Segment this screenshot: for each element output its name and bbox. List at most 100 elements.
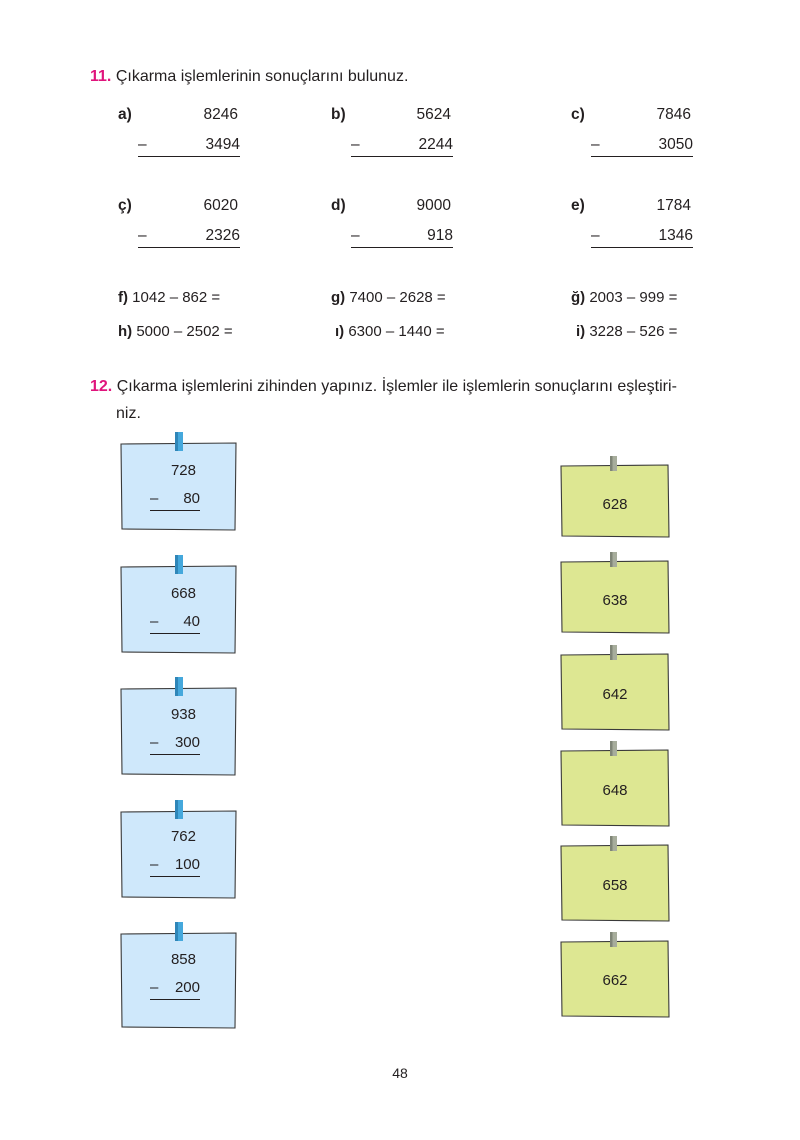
problem-label: e) [571, 197, 585, 214]
subtraction-problem-h: h) 5000 – 2502 = [118, 323, 233, 340]
subtraction-problem-b: b) 5624 –2244 [331, 106, 453, 166]
subtrahend-row: –300 [150, 734, 200, 755]
subtrahend: 918 [427, 227, 453, 244]
minus-sign: – [138, 136, 147, 153]
subtrahend: 300 [174, 734, 200, 751]
pin-icon [175, 922, 183, 941]
minuend: 938 [170, 706, 196, 723]
minus-sign: – [591, 136, 600, 153]
subtrahend: 3494 [205, 136, 240, 153]
subtraction-problem-c: c) 7846 –3050 [571, 106, 693, 166]
question-number: 11. [90, 68, 112, 85]
result-value: 648 [602, 782, 628, 799]
note-paper [120, 555, 237, 654]
subtrahend-row: – 2244 [351, 136, 453, 157]
subtrahend: 3050 [658, 136, 693, 153]
pin-icon [175, 677, 183, 696]
subtrahend: 200 [174, 979, 200, 996]
subtrahend-row: –1346 [591, 227, 693, 248]
problem-expression: 6300 – 1440 = [348, 323, 445, 340]
note-paper [560, 645, 670, 731]
subtrahend-row: – 3494 [138, 136, 240, 157]
pin-icon [175, 800, 183, 819]
subtraction-problem-d: d) 9000 – 918 [331, 197, 453, 257]
note-paper [120, 677, 237, 776]
problem-label: h) [118, 323, 133, 340]
pin-icon [610, 552, 617, 567]
subtraction-problem-g: g) 7400 – 2628 = [331, 289, 446, 306]
minus-sign: – [351, 136, 360, 153]
minuend: 1784 [656, 197, 691, 214]
subtrahend-row: –200 [150, 979, 200, 1000]
note-paper [120, 922, 237, 1029]
subtrahend: 40 [183, 613, 200, 630]
minuend: 762 [170, 828, 196, 845]
note-paper [560, 741, 670, 827]
minus-sign: – [150, 979, 159, 996]
subtraction-problem-e: e) 1784 –1346 [571, 197, 693, 257]
result-value: 662 [602, 972, 628, 989]
pin-icon [610, 932, 617, 947]
subtrahend-row: – 80 [150, 490, 200, 511]
question-number: 12. [90, 378, 113, 395]
result-value: 658 [602, 877, 628, 894]
minuend: 7846 [656, 106, 691, 123]
subtrahend: 100 [174, 856, 200, 873]
problem-expression: 5000 – 2502 = [136, 323, 233, 340]
problem-label: d) [331, 197, 346, 214]
problem-label: a) [118, 106, 132, 123]
problem-label: ı) [335, 323, 345, 340]
question-12-heading: 12. Çıkarma işlemlerini zihinden yapınız… [90, 373, 730, 427]
subtraction-problem-f: f) 1042 – 862 = [118, 289, 220, 306]
subtrahend-row: – 2326 [138, 227, 240, 248]
pin-icon [175, 432, 183, 451]
note-paper [560, 552, 670, 634]
minus-sign: – [150, 490, 159, 507]
problem-label: b) [331, 106, 346, 123]
problem-expression: 2003 – 999 = [589, 289, 678, 306]
subtrahend-row: –100 [150, 856, 200, 877]
note-paper [560, 932, 670, 1018]
subtrahend-row: –40 [150, 613, 200, 634]
problem-expression: 3228 – 526 = [589, 323, 678, 340]
subtraction-problem-a: a) 8246 – 3494 [118, 106, 240, 166]
pin-icon [610, 741, 617, 756]
minuend: 858 [170, 951, 196, 968]
minus-sign: – [591, 227, 600, 244]
subtraction-problem-g-breve: ğ) 2003 – 999 = [571, 289, 677, 306]
minus-sign: – [150, 856, 159, 873]
subtraction-problem-dotless-i: ı) 6300 – 1440 = [335, 323, 445, 340]
note-paper [560, 456, 670, 538]
minus-sign: – [138, 227, 147, 244]
result-value: 642 [602, 686, 628, 703]
subtrahend: 2326 [205, 227, 240, 244]
subtrahend-row: – 3050 [591, 136, 693, 157]
subtrahend: 2244 [418, 136, 453, 153]
problem-expression: 1042 – 862 = [132, 289, 221, 306]
question-11-heading: 11. Çıkarma işlemlerinin sonuçlarını bul… [90, 68, 408, 86]
subtrahend: 80 [183, 490, 200, 507]
minus-sign: – [351, 227, 360, 244]
subtraction-problem-c-cedilla: ç) 6020 –2326 [118, 197, 240, 257]
pin-icon [610, 836, 617, 851]
minuend: 8246 [203, 106, 238, 123]
subtrahend-row: – 918 [351, 227, 453, 248]
minuend: 668 [170, 585, 196, 602]
note-paper [120, 432, 237, 531]
question-instruction-line1: Çıkarma işlemlerini zihinden yapınız. İş… [116, 378, 677, 395]
pin-icon [610, 645, 617, 660]
problem-label: ğ) [571, 289, 586, 306]
pin-icon [610, 456, 617, 471]
minuend: 9000 [416, 197, 451, 214]
problem-label: g) [331, 289, 346, 306]
result-value: 628 [602, 496, 628, 513]
subtraction-problem-i: i) 3228 – 526 = [576, 323, 677, 340]
problem-label: i) [576, 323, 586, 340]
question-instruction: Çıkarma işlemlerinin sonuçlarını bulunuz… [115, 68, 409, 85]
minus-sign: – [150, 734, 159, 751]
problem-expression: 7400 – 2628 = [349, 289, 446, 306]
note-paper [120, 800, 237, 899]
pin-icon [175, 555, 183, 574]
problem-label: ç) [118, 197, 132, 214]
note-paper [560, 836, 670, 922]
